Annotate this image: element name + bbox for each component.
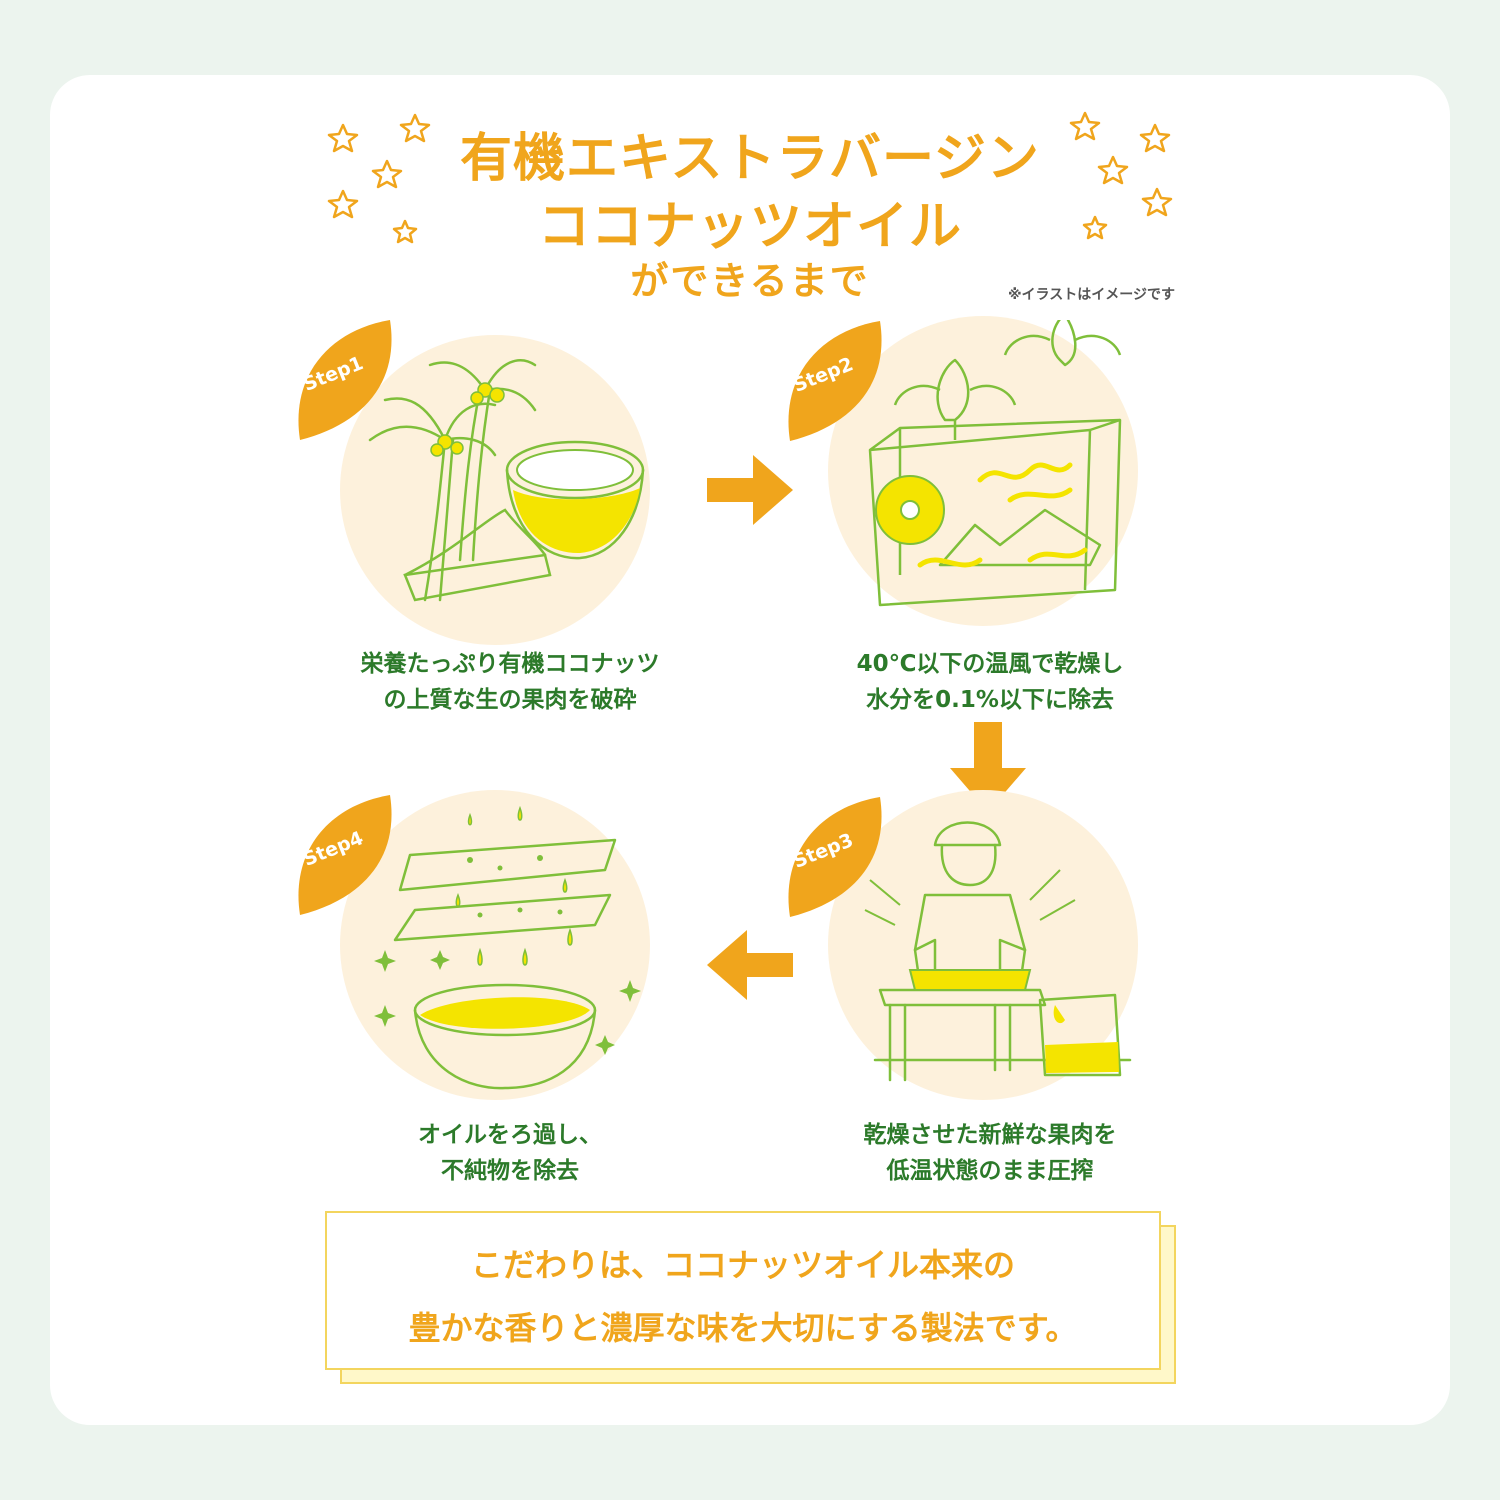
page-title-line1: 有機エキストラバージン [460,129,1040,189]
page-title-line2: ココナッツオイル [537,197,962,257]
arrow-down-icon [950,722,1026,812]
page-subtitle: ができるまで [630,259,870,303]
stars-right-decoration [1069,111,1173,240]
content-card [50,75,1450,1425]
step3-caption: 乾燥させた新鮮な果肉を 低温状態のまま圧搾 [863,1122,1117,1184]
arrow-right-icon [707,455,793,525]
step4-caption: オイルをろ過し、 不純物を除去 [418,1122,602,1184]
coconut-palm-illustration [368,359,645,602]
arrow-left-icon [707,930,793,1000]
filter-bowl-illustration [374,805,641,1090]
step2-caption: 40℃以下の温風で乾燥し 水分を0.1%以下に除去 [856,651,1124,713]
step1-caption: 栄養たっぷり有機ココナッツ の上質な生の果肉を破砕 [360,651,660,713]
illustration-note: ※イラストはイメージです [1007,287,1175,303]
step4-badge [298,795,392,915]
stars-left-decoration [327,113,431,244]
step1-badge [298,320,392,440]
summary-box [325,1211,1161,1370]
summary-line2: 豊かな香りと濃厚な味を大切にする製法です。 [408,1309,1078,1347]
dryer-illustration [868,320,1122,607]
step3-badge [788,797,882,917]
step1-circle [340,335,650,645]
press-worker-illustration [864,821,1132,1082]
summary-line1: こだわりは、ココナッツオイル本来の [470,1246,1015,1284]
step2-badge [788,321,882,441]
